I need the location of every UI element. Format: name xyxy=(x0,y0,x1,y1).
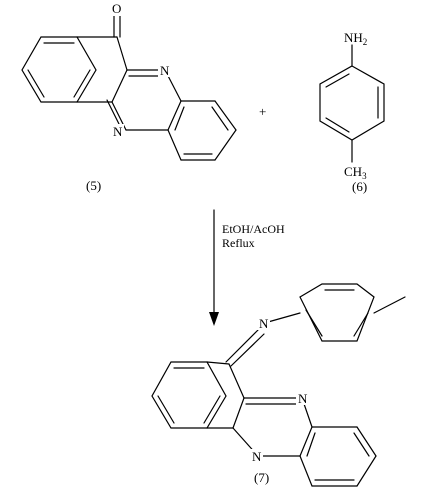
reaction-condition-action: Reflux xyxy=(222,236,255,250)
five-membered-ring xyxy=(76,36,128,103)
reactant-5-structure: O N N xyxy=(21,0,237,161)
methyl-group: CH3 xyxy=(344,164,367,181)
reaction-condition-solvent: EtOH/AcOH xyxy=(222,222,285,236)
product-nitrogen-atom-top: N xyxy=(298,391,308,406)
benzo-ring-left xyxy=(21,36,97,103)
nitrogen-atom-bottom: N xyxy=(113,124,123,139)
product-benzo-ring-left xyxy=(151,361,227,429)
benzo-ring-right xyxy=(167,100,237,161)
reactant-6-structure: NH2 CH3 xyxy=(319,30,385,181)
oxygen-atom: O xyxy=(112,1,121,16)
product-five-membered-ring xyxy=(206,361,245,429)
imine-bond xyxy=(225,312,301,367)
compound-label-6: (6) xyxy=(352,179,367,194)
product-benzo-ring-right xyxy=(299,426,377,487)
carbonyl-bond xyxy=(113,11,121,38)
product-7-structure: N N N xyxy=(151,283,406,487)
amino-group: NH2 xyxy=(344,30,367,47)
pyrazine-ring xyxy=(106,69,182,131)
imine-nitrogen-atom: N xyxy=(259,316,269,331)
product-nitrogen-atom-bottom: N xyxy=(252,449,262,464)
tolyl-ring xyxy=(299,283,406,342)
reaction-arrow xyxy=(209,209,219,326)
product-pyrazine-ring xyxy=(232,397,313,457)
plus-sign: + xyxy=(259,104,266,119)
nitrogen-atom-top: N xyxy=(160,63,170,78)
compound-label-7: (7) xyxy=(254,470,269,485)
compound-label-5: (5) xyxy=(86,178,101,193)
